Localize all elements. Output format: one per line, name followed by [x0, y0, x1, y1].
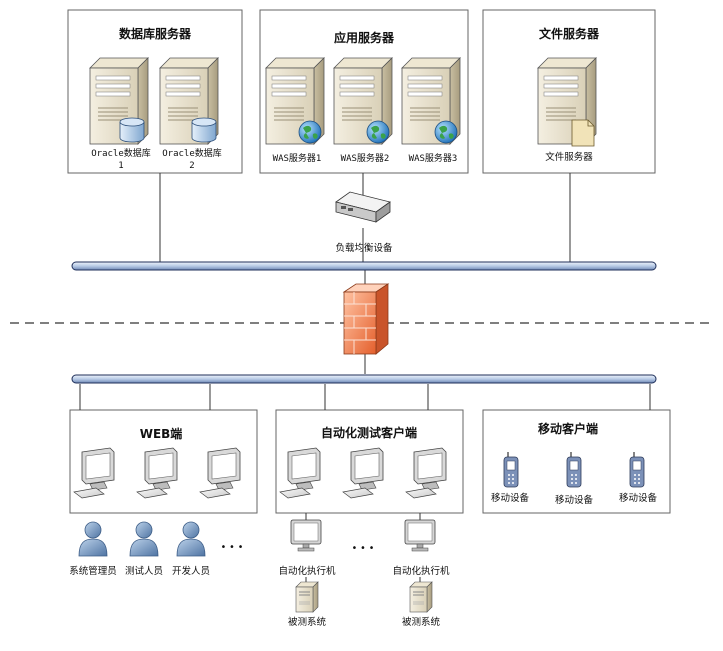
- user-icon: [176, 521, 206, 557]
- executors-ellipsis: • • •: [352, 543, 375, 554]
- was-server-1: [265, 57, 325, 145]
- mobile-device-1: [503, 451, 519, 488]
- mobile-device-2: [566, 451, 582, 488]
- user-icon: [129, 521, 159, 557]
- db-server-1: [89, 57, 149, 145]
- tested-system-1: [295, 581, 319, 613]
- db-server-2-label-num: 2: [189, 161, 194, 171]
- executor-2-label: 自动化执行机: [392, 565, 450, 577]
- tested-system-1-label: 被测系统: [288, 616, 327, 628]
- mobile-device-1-label: 移动设备: [491, 492, 530, 504]
- app-zone-title: 应用服务器: [334, 30, 395, 45]
- load-balancer-icon: [335, 191, 391, 223]
- user-admin-label: 系统管理员: [69, 565, 117, 577]
- user-developer-label: 开发人员: [172, 565, 210, 577]
- file-zone-title: 文件服务器: [539, 26, 600, 41]
- web-zone-title: WEB端: [140, 426, 183, 441]
- was-server-2: [333, 57, 393, 145]
- globe-icon: [434, 120, 458, 144]
- user-icon: [78, 521, 108, 557]
- mobile-device-3-label: 移动设备: [619, 492, 658, 504]
- mobile-zone-title: 移动客户端: [538, 421, 598, 436]
- database-icon: [119, 117, 145, 143]
- connection-lines: [79, 173, 651, 582]
- was-server-1-label: WAS服务器1: [273, 152, 322, 164]
- mobile-device-2-label: 移动设备: [555, 494, 594, 506]
- db-zone-title: 数据库服务器: [119, 26, 192, 41]
- file-icon: [571, 119, 595, 147]
- was-server-2-label: WAS服务器2: [341, 152, 390, 164]
- executor-monitor-2: [404, 519, 436, 552]
- network-bus-lower: [71, 374, 657, 384]
- was-server-3: [401, 57, 461, 145]
- load-balancer-label: 负载均衡设备: [335, 242, 393, 254]
- network-bus-upper: [71, 261, 657, 271]
- db-server-1-label-num: 1: [118, 161, 123, 171]
- db-server-2-label: Oracle数据库: [162, 147, 222, 159]
- firewall-icon: [342, 283, 390, 355]
- tested-system-2: [409, 581, 433, 613]
- db-server-2: [159, 57, 219, 145]
- globe-icon: [366, 120, 390, 144]
- file-server-label: 文件服务器: [545, 151, 593, 163]
- mobile-device-3: [629, 451, 645, 488]
- automation-zone-title: 自动化测试客户端: [321, 425, 417, 440]
- tested-system-2-label: 被测系统: [402, 616, 441, 628]
- executor-monitor-1: [290, 519, 322, 552]
- database-icon: [191, 117, 217, 143]
- db-server-1-label: Oracle数据库: [91, 147, 151, 159]
- executor-1-label: 自动化执行机: [278, 565, 336, 577]
- users-ellipsis: • • •: [221, 542, 244, 553]
- file-server: [537, 57, 597, 147]
- was-server-3-label: WAS服务器3: [409, 152, 458, 164]
- user-tester-label: 测试人员: [125, 565, 163, 577]
- globe-icon: [298, 120, 322, 144]
